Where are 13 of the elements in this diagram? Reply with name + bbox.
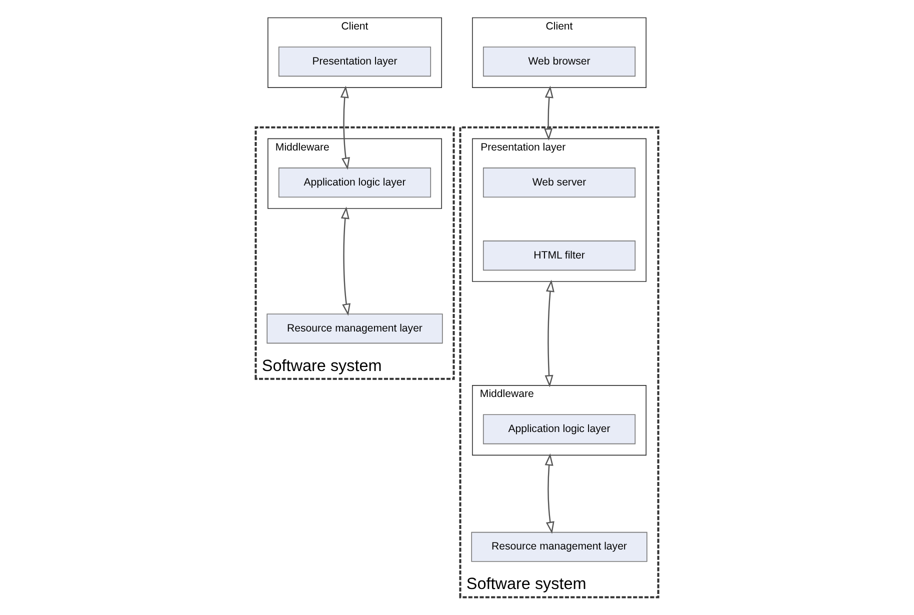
arrow: [544, 86, 554, 141]
arrow: [544, 280, 554, 388]
node-box: Presentation layer: [278, 46, 432, 77]
node-box: HTML filter: [482, 240, 636, 271]
arrow: [544, 453, 554, 534]
node-box: Resource management layer: [471, 532, 648, 562]
node-box: Resource management layer: [266, 314, 443, 344]
arrow: [340, 86, 350, 170]
arrow: [340, 206, 351, 316]
node-box: Application logic layer: [278, 168, 432, 198]
node-box: Web browser: [482, 46, 636, 77]
node-box: Web server: [482, 168, 636, 198]
node-box: Application logic layer: [482, 414, 636, 444]
